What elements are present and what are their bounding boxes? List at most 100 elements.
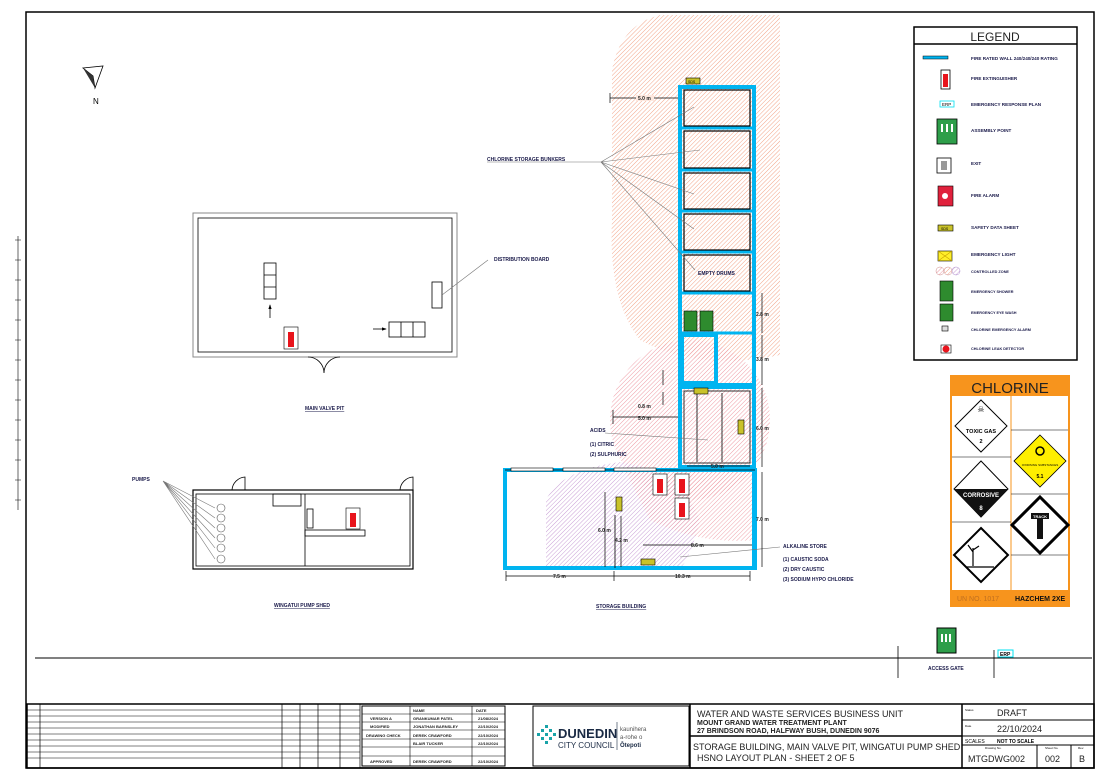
fire-extinguisher-icon — [283, 326, 299, 350]
access-gate: ACCESS GATE — [35, 646, 1092, 678]
svg-text:EXIT: EXIT — [971, 161, 981, 166]
signoff-table: NAME DATE VERSION A GRANKUMAR PATEL 21/0… — [361, 705, 506, 767]
toxic-gas-diamond-icon: ☠ TOXIC GAS 2 — [954, 399, 1008, 453]
hazchem-code: HAZCHEM 2XE — [1015, 596, 1066, 603]
svg-text:5.1: 5.1 — [1037, 474, 1044, 480]
svg-text:DEREK CRAWFORD: DEREK CRAWFORD — [413, 759, 452, 764]
svg-text:STORAGE BUILDING, MAIN VALVE P: STORAGE BUILDING, MAIN VALVE PIT, WINGAT… — [693, 742, 961, 752]
svg-text:CORROSIVE: CORROSIVE — [963, 493, 999, 499]
chlorine-leak-detector-icon — [940, 344, 952, 354]
legend: LEGEND ERP SDS FIRE RATED WALL 240/240/2… — [913, 26, 1078, 361]
emergency-shower-icon — [939, 280, 954, 302]
svg-text:EMERGENCY EYE WASH: EMERGENCY EYE WASH — [971, 311, 1017, 315]
svg-text:ERP: ERP — [1000, 652, 1011, 658]
sds-marker — [640, 558, 656, 566]
dimension-labels: 5.0 m 2.8 m 3.8 m 0.8 m 5.0 m 6.0 m 5.0 … — [553, 95, 769, 580]
date-value: 22/10/2024 — [997, 724, 1042, 734]
svg-text:kaunihera: kaunihera — [620, 727, 647, 733]
pumps-label: PUMPS — [132, 477, 150, 483]
svg-text:21/08/2024: 21/08/2024 — [478, 716, 499, 721]
sheet-number: 002 — [1045, 754, 1060, 764]
chlorine-bunkers-label: CHLORINE STORAGE BUNKERS — [487, 106, 701, 271]
legend-title: LEGEND — [970, 30, 1020, 44]
emergency-shower-icon — [683, 310, 698, 332]
svg-text:SCALES: SCALES — [965, 739, 985, 745]
svg-text:Sheet No.: Sheet No. — [1045, 746, 1059, 750]
svg-text:Ōtepoti: Ōtepoti — [620, 742, 641, 749]
acids-label: ACIDS (1) CITRIC (2) SULPHURIC — [590, 428, 709, 458]
svg-text:5.0 m: 5.0 m — [638, 96, 651, 102]
svg-text:CITY COUNCIL: CITY COUNCIL — [558, 741, 615, 750]
oxidising-diamond-icon: OXIDISING SUBSTANCES 5.1 — [1013, 434, 1067, 488]
svg-text:CONTROLLED ZONE: CONTROLLED ZONE — [971, 270, 1009, 274]
svg-text:NOT TO SCALE: NOT TO SCALE — [997, 739, 1035, 745]
controlled-zone-chlorine — [611, 15, 780, 361]
svg-text:DUNEDIN: DUNEDIN — [558, 726, 617, 741]
svg-text:EMERGENCY LIGHT: EMERGENCY LIGHT — [971, 252, 1016, 257]
controlled-zone-acids — [610, 340, 770, 500]
sds-marker — [693, 387, 709, 395]
chlorine-placard: CHLORINE ☠ TOXIC GAS 2 OXIDISING SUBSTAN… — [950, 375, 1071, 607]
north-arrow-icon: N — [81, 65, 104, 106]
svg-text:SDS: SDS — [688, 80, 696, 84]
sds-marker — [615, 496, 623, 512]
svg-text:22/10/2024: 22/10/2024 — [478, 741, 499, 746]
svg-text:MOUNT GRAND WATER TREATMENT PL: MOUNT GRAND WATER TREATMENT PLANT — [697, 720, 848, 727]
svg-text:6.0 m: 6.0 m — [756, 426, 769, 432]
svg-text:DEREK CRAWFORD: DEREK CRAWFORD — [413, 733, 452, 738]
svg-text:Rev.: Rev. — [1078, 746, 1084, 750]
svg-text:8: 8 — [979, 506, 983, 512]
svg-text:OXIDISING SUBSTANCES: OXIDISING SUBSTANCES — [1022, 463, 1058, 467]
fire-extinguisher-icon — [674, 473, 690, 496]
svg-text:☠: ☠ — [977, 405, 984, 414]
svg-text:CHLORINE: CHLORINE — [971, 380, 1049, 397]
svg-text:7.5 m: 7.5 m — [553, 574, 566, 580]
emergency-eye-wash-icon — [699, 310, 714, 332]
svg-text:ACCESS GATE: ACCESS GATE — [928, 666, 964, 672]
svg-text:HSNO LAYOUT PLAN - SHEET 2 OF: HSNO LAYOUT PLAN - SHEET 2 OF 5 — [697, 753, 855, 763]
safety-data-sheet-icon: SDS — [937, 224, 954, 232]
svg-text:ERP: ERP — [942, 102, 951, 107]
svg-text:BLAIR TUCKER: BLAIR TUCKER — [413, 741, 443, 746]
svg-text:DRAWING CHECK: DRAWING CHECK — [366, 733, 401, 738]
svg-text:3.8 m: 3.8 m — [756, 357, 769, 363]
storage-building — [503, 85, 757, 570]
svg-text:EMERGENCY SHOWER: EMERGENCY SHOWER — [971, 290, 1014, 294]
assembly-point-icon — [936, 627, 957, 654]
svg-text:FIRE EXTINGUISHER: FIRE EXTINGUISHER — [971, 76, 1018, 81]
svg-text:APPROVED: APPROVED — [370, 759, 393, 764]
svg-text:FIRE RATED WALL 240/240/240 RA: FIRE RATED WALL 240/240/240 RATING — [971, 56, 1058, 61]
exit-icon — [936, 157, 952, 174]
controlled-zone-icon — [935, 266, 961, 276]
empty-drums-label: EMPTY DRUMS — [698, 271, 736, 277]
environmental-hazard-diamond-icon — [952, 526, 1010, 584]
revision: B — [1079, 754, 1085, 764]
svg-text:7.0 m: 7.0 m — [756, 517, 769, 523]
assembly-point-icon — [936, 118, 958, 145]
fire-rated-wall-icon — [922, 55, 949, 60]
svg-text:10.3 m: 10.3 m — [675, 574, 691, 580]
sds-marker — [737, 419, 745, 435]
svg-text:SDS: SDS — [941, 227, 949, 231]
svg-text:ACIDS: ACIDS — [590, 428, 606, 434]
fire-extinguisher-icon — [940, 69, 951, 90]
svg-text:JONATHAN BARNSLEY: JONATHAN BARNSLEY — [413, 724, 458, 729]
svg-text:(1) CAUSTIC SODA: (1) CAUSTIC SODA — [783, 557, 829, 563]
fire-extinguisher-icon — [345, 507, 361, 530]
dunedin-city-council-logo: DUNEDIN CITY COUNCIL kaunihera a-rohe o … — [532, 705, 690, 767]
svg-text:5.0 m: 5.0 m — [711, 464, 724, 470]
svg-text:FIRE ALARM: FIRE ALARM — [971, 193, 999, 198]
main-valve-pit-title: MAIN VALVE PIT — [305, 406, 344, 412]
storage-building-title: STORAGE BUILDING — [596, 604, 646, 610]
svg-text:TOXIC GAS: TOXIC GAS — [966, 429, 996, 435]
svg-text:SAFETY DATA SHEET: SAFETY DATA SHEET — [971, 225, 1019, 230]
svg-text:2.8 m: 2.8 m — [756, 312, 769, 318]
svg-text:22/10/2024: 22/10/2024 — [478, 733, 499, 738]
svg-text:CHLORINE EMERGENCY ALARM: CHLORINE EMERGENCY ALARM — [971, 328, 1031, 332]
svg-text:ASSEMBLY POINT: ASSEMBLY POINT — [971, 128, 1012, 133]
erp-icon: ERP — [939, 100, 955, 108]
svg-text:6.0 m: 6.0 m — [598, 528, 611, 534]
revision-table — [27, 704, 361, 768]
emergency-light-icon — [937, 250, 953, 262]
